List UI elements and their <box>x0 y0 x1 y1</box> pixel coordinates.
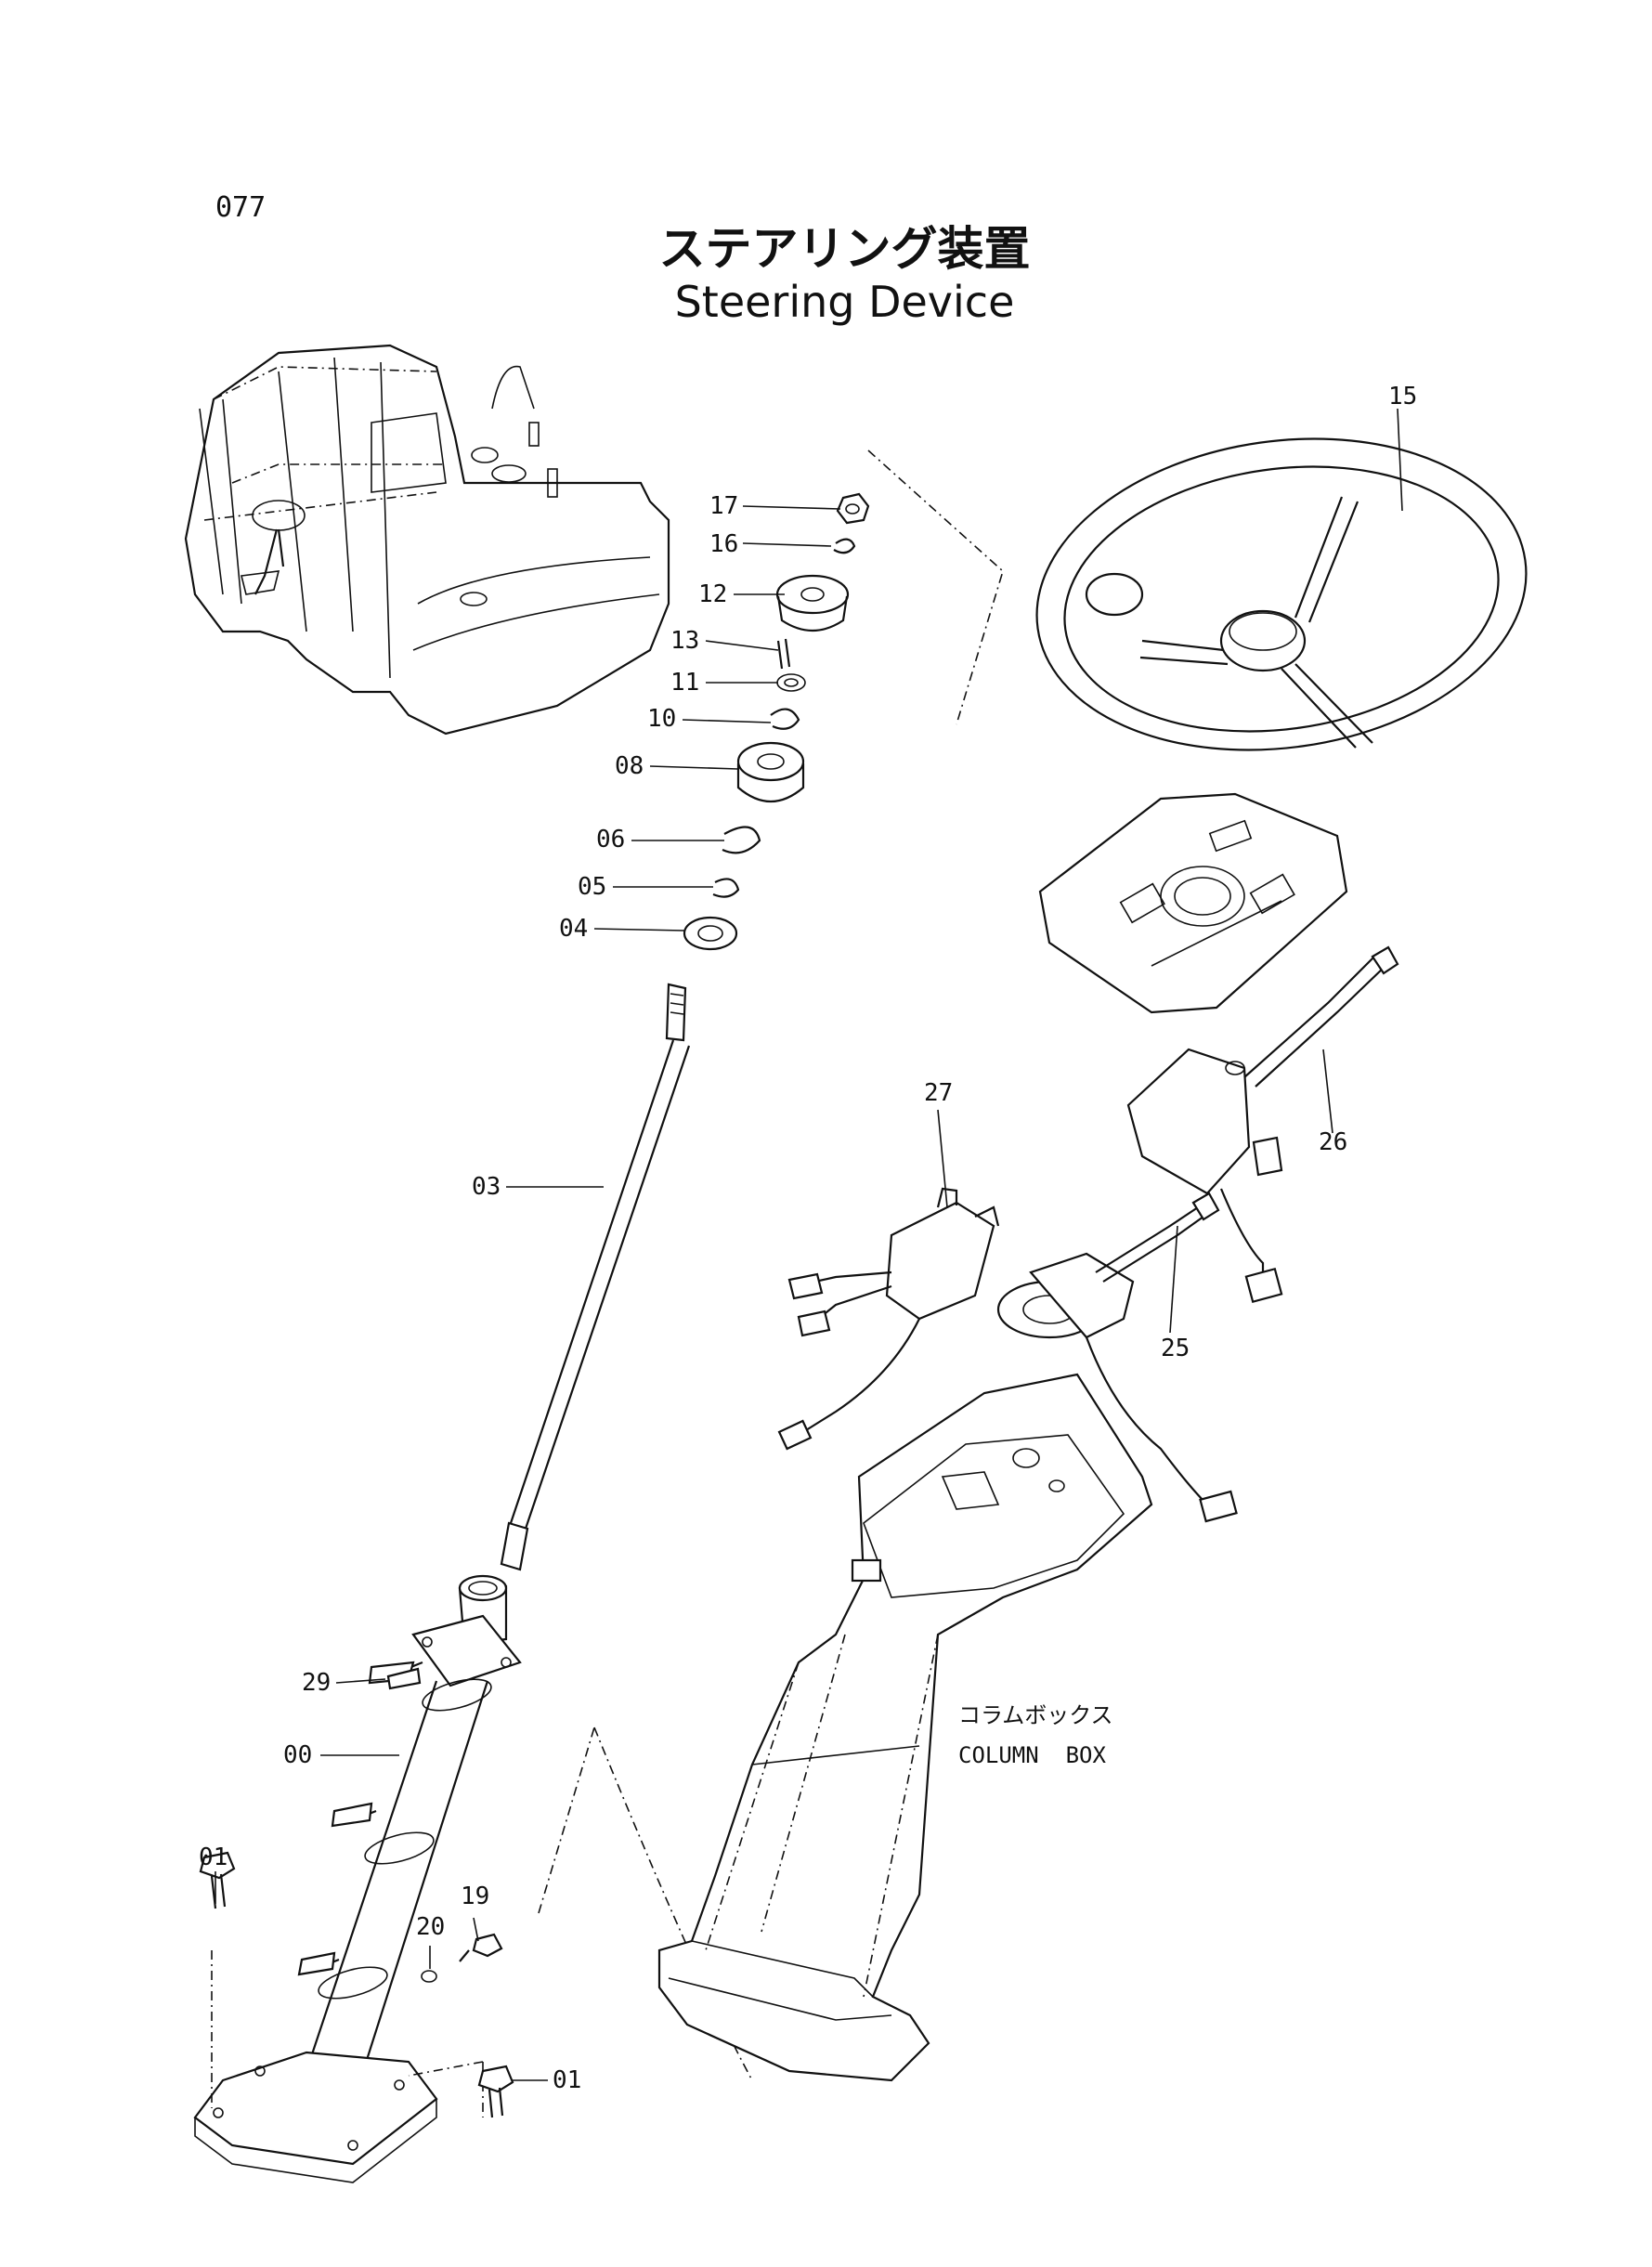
column-box <box>657 1373 1153 2082</box>
callout-01-left: 01 <box>199 1844 228 1871</box>
callout-15: 15 <box>1388 383 1417 410</box>
combination-switch-25 <box>996 1192 1238 1523</box>
column-top-cover <box>1038 792 1348 1014</box>
callout-08: 08 <box>615 752 644 780</box>
leader-lines <box>215 408 1403 2081</box>
callout-17: 17 <box>709 492 738 520</box>
callout-00: 00 <box>283 1741 312 1769</box>
callout-04: 04 <box>559 915 588 943</box>
callout-16: 16 <box>709 530 738 558</box>
callout-01-right: 01 <box>553 2066 581 2094</box>
callout-20: 20 <box>416 1913 445 1941</box>
page-title-japanese: ステアリング装置 <box>658 222 1031 276</box>
callout-05: 05 <box>578 873 606 901</box>
column-box-label-en: COLUMN BOX <box>958 1742 1106 1768</box>
fasteners <box>199 1667 514 2118</box>
column-box-annotation: コラムボックス COLUMN BOX <box>958 1702 1113 1768</box>
callout-26: 26 <box>1319 1128 1347 1156</box>
wiper-switch-27 <box>777 1187 1000 1451</box>
exploded-small-parts <box>683 492 870 951</box>
callout-27: 27 <box>924 1079 953 1107</box>
page-number: 077 <box>215 191 267 224</box>
steering-wheel <box>1035 437 1528 751</box>
callout-10: 10 <box>647 705 676 733</box>
combination-switch-26 <box>1126 945 1399 1304</box>
column-box-label-jp: コラムボックス <box>958 1702 1113 1728</box>
callout-29: 29 <box>302 1669 331 1697</box>
callout-11: 11 <box>670 669 699 697</box>
callout-12: 12 <box>698 580 727 608</box>
callout-13: 13 <box>670 627 699 655</box>
callout-19: 19 <box>461 1883 489 1910</box>
steering-shaft <box>500 983 691 1571</box>
excavator-cab-illustration <box>184 344 670 736</box>
steering-column-assembly <box>193 1574 522 2183</box>
page-title-english: Steering Device <box>674 277 1015 327</box>
callout-labels: 15 17 16 12 13 11 10 08 06 05 04 03 27 2… <box>199 383 1417 2094</box>
callout-06: 06 <box>596 826 625 853</box>
callout-03: 03 <box>472 1173 501 1201</box>
callout-25: 25 <box>1161 1335 1190 1362</box>
